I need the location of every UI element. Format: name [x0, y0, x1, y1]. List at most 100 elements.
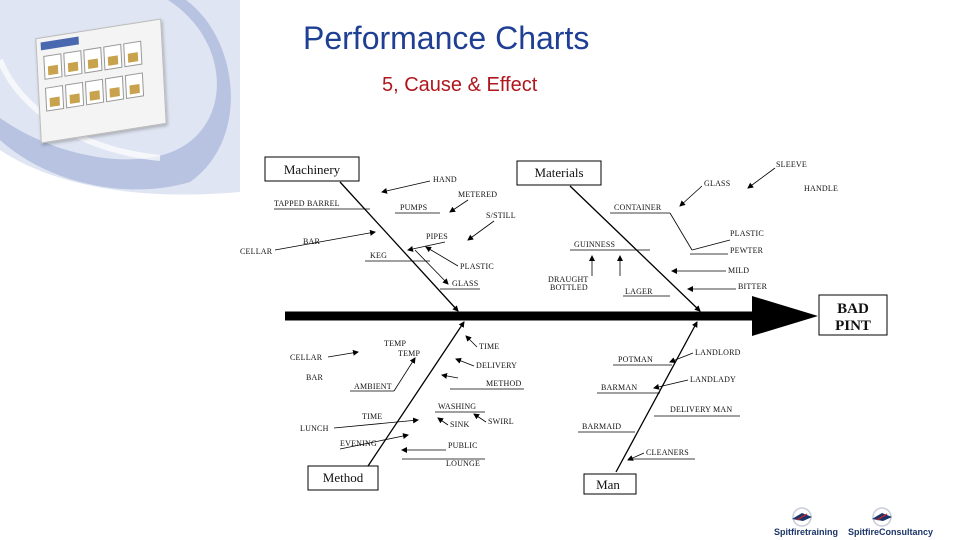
category-label-machinery: Machinery — [284, 162, 341, 177]
cause-plastic: PLASTIC — [460, 262, 494, 271]
cause-plastic-material: PLASTIC — [730, 229, 764, 238]
arrow-evening — [339, 433, 409, 450]
cause-bottled: BOTTLED — [550, 283, 588, 292]
spitfire-consultancy-logo: SpitfireConsultancy — [848, 507, 933, 537]
cause-potman: POTMAN — [618, 355, 653, 364]
cause-washing: WASHING — [438, 402, 476, 411]
category-box-machinery — [264, 156, 360, 182]
arrow-landlady — [653, 379, 689, 390]
thumbnail-card — [44, 84, 65, 112]
cause-barman: BARMAN — [601, 383, 637, 392]
cause-landlord: LANDLORD — [695, 348, 741, 357]
thumbnail-card — [103, 43, 123, 71]
arrow-time — [465, 335, 478, 348]
line-plastic-material — [691, 239, 731, 251]
category-label-method: Method — [323, 470, 364, 485]
cause-pewter: PEWTER — [730, 246, 764, 255]
arrow-swirl — [473, 413, 487, 423]
bone-man — [615, 321, 698, 473]
cause-evening: EVENING — [340, 439, 377, 448]
cause-sink: SINK — [450, 420, 469, 429]
cause-barmaid: BARMAID — [582, 422, 621, 431]
cause-lunch: LUNCH — [300, 424, 329, 433]
cause-time: TIME — [479, 342, 499, 351]
cause-sleeve: SLEEVE — [776, 160, 807, 169]
cause-glass: GLASS — [452, 279, 478, 288]
thumbnail-card — [123, 40, 143, 68]
cause-s-still: S/STILL — [486, 211, 516, 220]
cause-tapped-barrel: TAPPED BARREL — [274, 199, 340, 208]
cause-pumps: PUMPS — [400, 203, 427, 212]
cause-hand: HAND — [433, 175, 457, 184]
arrow-landlord — [669, 352, 694, 363]
spine-arrowhead — [752, 296, 818, 336]
cause-time-2: TIME — [362, 412, 382, 421]
arrow-s-still — [467, 220, 495, 241]
fishbone-diagram: BAD PINT Machinery Materials Method Man … — [240, 156, 888, 495]
arrow-sink — [437, 417, 449, 426]
arrow-lunch — [333, 417, 419, 429]
thumbnail-card — [83, 46, 103, 74]
arrow-method — [441, 372, 459, 379]
cause-mild: MILD — [728, 266, 749, 275]
cause-method: METHOD — [486, 379, 521, 388]
cause-metered: METERED — [458, 190, 497, 199]
bone-method — [367, 321, 465, 467]
arrow-glass — [414, 249, 449, 285]
arrow-sleeve — [747, 167, 776, 189]
cause-swirl: SWIRL — [488, 417, 514, 426]
cause-cleaners: CLEANERS — [646, 448, 689, 457]
cause-guinness: GUINNESS — [574, 240, 615, 249]
thumbnail-card — [124, 72, 145, 100]
arrow-hand — [381, 180, 431, 194]
thumbnail-header — [40, 36, 79, 51]
cause-container: CONTAINER — [614, 203, 662, 212]
cause-ambient: AMBIENT — [354, 382, 392, 391]
page-title: Performance Charts — [303, 20, 590, 56]
thumbnail-card — [63, 50, 83, 77]
thumbnail-card — [64, 81, 85, 109]
cause-cellar-method: CELLAR — [290, 353, 323, 362]
chart-board-thumbnail — [35, 18, 167, 144]
cause-temp: TEMP — [384, 339, 406, 348]
effect-label: BAD — [837, 301, 869, 317]
arrow-glass-material — [679, 185, 703, 207]
cause-delivery-man: DELIVERY MAN — [670, 405, 732, 414]
category-label-man: Man — [596, 477, 620, 492]
cause-landlady: LANDLADY — [690, 375, 736, 384]
cause-public: PUBLIC — [448, 441, 478, 450]
cause-bitter: BITTER — [738, 282, 768, 291]
category-label-materials: Materials — [534, 165, 583, 180]
logo-text-consultancy: SpitfireConsultancy — [848, 527, 933, 537]
thumbnail-card — [43, 53, 63, 80]
connector-container — [669, 212, 693, 251]
arrow-delivery — [455, 358, 475, 367]
arrow-plastic — [425, 246, 459, 267]
spitfire-training-logo: Spitfiretraining — [774, 507, 838, 537]
cause-bar-method: BAR — [306, 373, 324, 382]
cause-lager: LAGER — [625, 287, 653, 296]
footer-logos: Spitfiretraining SpitfireConsultancy — [774, 507, 933, 537]
thumbnail-card — [84, 78, 105, 106]
cause-temp-2: TEMP — [398, 349, 420, 358]
logo-text-training: Spitfiretraining — [774, 527, 838, 537]
category-box-materials — [516, 160, 602, 186]
bone-materials — [569, 185, 701, 312]
cause-delivery: DELIVERY — [476, 361, 517, 370]
cause-draught: DRAUGHT — [548, 275, 589, 284]
cause-pipes: PIPES — [426, 232, 448, 241]
effect-box — [818, 294, 888, 336]
category-box-man — [583, 473, 637, 495]
arrow-cellar-method — [327, 349, 359, 358]
effect-label: PINT — [835, 318, 871, 334]
page-subtitle: 5, Cause & Effect — [382, 74, 538, 96]
bone-machinery — [339, 181, 459, 312]
cause-handle: HANDLE — [804, 184, 838, 193]
cause-glass-material: GLASS — [704, 179, 730, 188]
arrow-cellar-bar — [274, 229, 376, 251]
thumbnail-card — [104, 75, 125, 103]
cause-cellar: CELLAR — [240, 247, 273, 256]
arrow-pipes — [407, 241, 446, 252]
arrow-ambient — [393, 357, 416, 392]
